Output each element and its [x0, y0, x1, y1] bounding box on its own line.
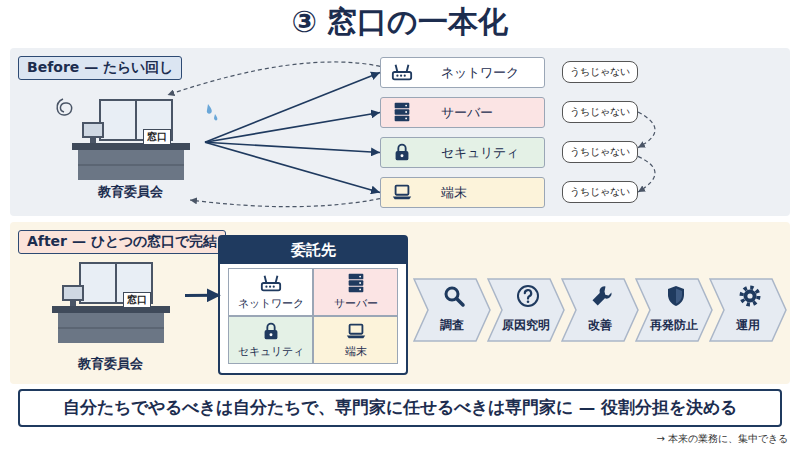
- chevron-outline: [487, 278, 565, 342]
- chevron-shape: [488, 279, 564, 341]
- office-desk: 窓口教育委員会: [35, 258, 185, 375]
- bubble-text: うちじゃない: [570, 185, 630, 199]
- chevron-outline: [561, 278, 639, 342]
- dashed-connector: [638, 112, 655, 148]
- category-cell: サーバー: [313, 268, 398, 316]
- category-label: セキュリティ: [229, 344, 312, 359]
- box-label: ネットワーク: [441, 64, 519, 82]
- dashed-connector: [638, 156, 655, 192]
- category-label: 端末: [314, 344, 397, 359]
- category-label: ネットワーク: [229, 296, 312, 311]
- section-band: After — ひとつの窓口で完結窓口教育委員会委託先ネットワークサーバーセキュ…: [10, 222, 790, 384]
- office-desk: 窓口教育委員会: [55, 95, 205, 200]
- counter-sign: 窓口: [123, 292, 151, 308]
- step-label: 調査: [413, 317, 491, 334]
- message-banner: 自分たちでやるべきは自分たちで、専門家に任せるべきは専門家に — 役割分担を決め…: [18, 389, 782, 427]
- arrow-connector: [205, 142, 380, 192]
- step-label: 原因究明: [487, 317, 565, 334]
- speech-bubble: うちじゃない: [562, 141, 638, 163]
- desk-illustration: [57, 99, 217, 180]
- step-icons: [446, 286, 759, 306]
- speech-bubble: うちじゃない: [562, 181, 638, 203]
- arrow-connector: [205, 113, 380, 143]
- desk-label: 教育委員会: [35, 355, 185, 373]
- category-icons: [262, 65, 411, 340]
- bubble-text: うちじゃない: [570, 65, 630, 79]
- arrow-connector: [205, 73, 380, 143]
- chevron-shape: [562, 279, 638, 341]
- group-heading: 委託先: [220, 237, 406, 264]
- category-cell: 端末: [313, 316, 398, 364]
- dashed-connector: [190, 199, 380, 207]
- chevron-shape: [710, 279, 786, 341]
- process-chevron: 原因究明: [487, 278, 565, 342]
- speech-bubble: うちじゃない: [562, 61, 638, 83]
- box-label: 端末: [441, 184, 467, 202]
- arrow-connector: [205, 142, 380, 152]
- chevron-shape: [636, 279, 712, 341]
- diagram-title: ③ 窓口の一本化: [0, 2, 800, 42]
- category-cell: セキュリティ: [228, 316, 313, 364]
- chevron-outline: [413, 278, 491, 342]
- category-box: セキュリティ: [380, 137, 545, 168]
- contractor-box: 委託先ネットワークサーバーセキュリティ端末: [218, 235, 408, 375]
- category-box: サーバー: [380, 97, 545, 128]
- desk-illustration: [52, 263, 170, 343]
- category-label: サーバー: [314, 296, 397, 311]
- category-box: 端末: [380, 177, 545, 208]
- category-box: ネットワーク: [380, 57, 545, 88]
- step-label: 運用: [709, 317, 787, 334]
- box-label: サーバー: [441, 104, 493, 122]
- process-chevron: 再発防止: [635, 278, 713, 342]
- banner-text: 自分たちでやるべきは自分たちで、専門家に任せるべきは専門家に — 役割分担を決め…: [63, 397, 737, 419]
- box-label: セキュリティ: [441, 144, 519, 162]
- section-heading: After — ひとつの窓口で完結: [18, 230, 226, 254]
- chevron-shape: [414, 279, 490, 341]
- step-label: 改善: [561, 317, 639, 334]
- note-label: → 本来の業務に、集中できる: [656, 432, 788, 446]
- counter-sign: 窓口: [143, 129, 171, 145]
- chevron-outline: [635, 278, 713, 342]
- bubble-text: うちじゃない: [570, 145, 630, 159]
- process-chevron: 運用: [709, 278, 787, 342]
- dashed-connector: [168, 62, 381, 95]
- process-chevron: 調査: [413, 278, 491, 342]
- category-cell: ネットワーク: [228, 268, 313, 316]
- section-heading: Before — たらい回し: [18, 56, 182, 80]
- chevron-outline: [709, 278, 787, 342]
- speech-bubble: うちじゃない: [562, 101, 638, 123]
- bubble-text: うちじゃない: [570, 105, 630, 119]
- arrow-connector: [185, 294, 218, 297]
- desk-label: 教育委員会: [55, 183, 205, 201]
- process-chevron: 改善: [561, 278, 639, 342]
- step-label: 再発防止: [635, 317, 713, 334]
- section-band: Before — たらい回し窓口教育委員会 ネットワークサーバーセキュリティ端末 う…: [10, 48, 790, 216]
